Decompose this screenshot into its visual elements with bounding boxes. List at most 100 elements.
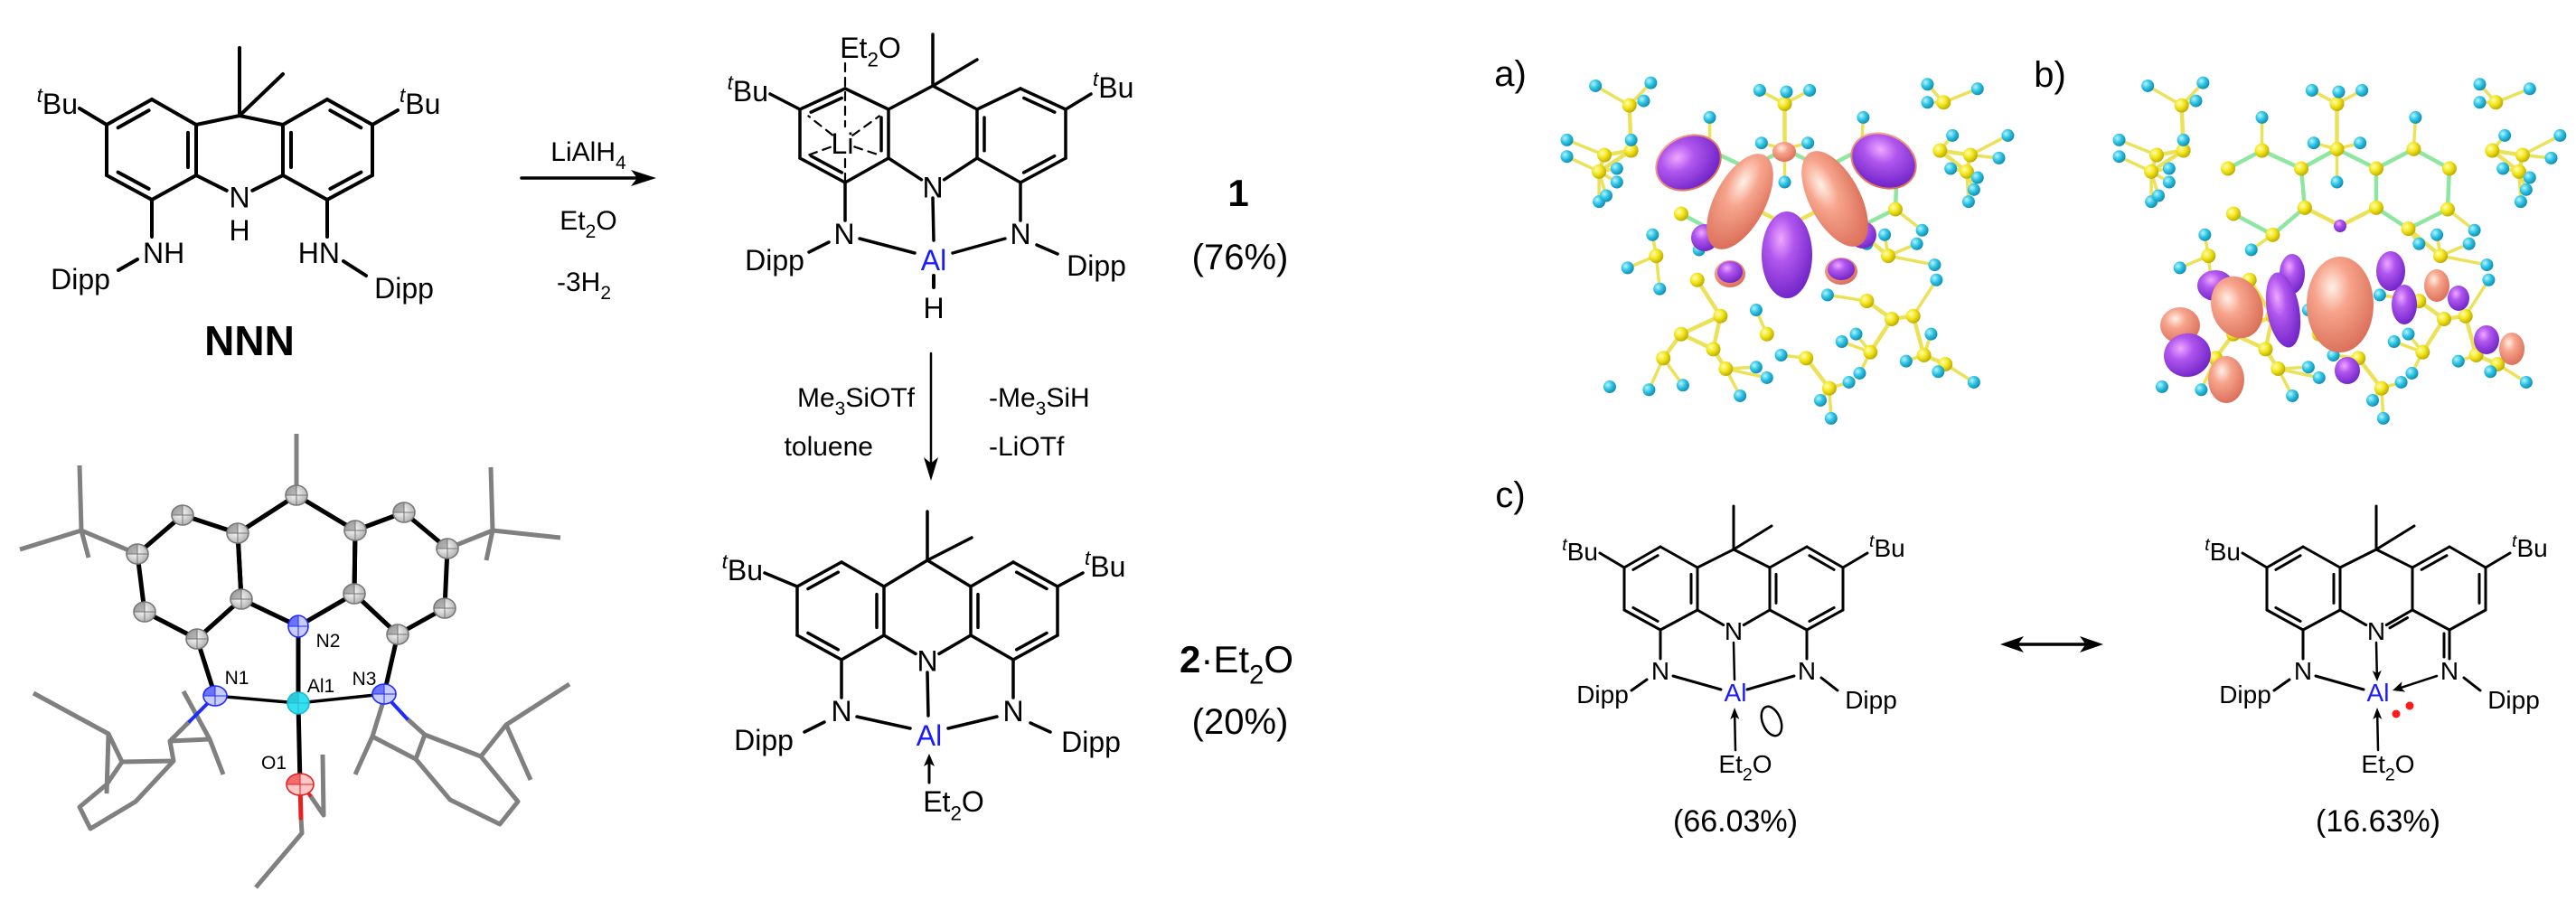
tbu-label-part: Bu [1098,71,1133,104]
hydrogen-atom-ball [1637,94,1650,108]
hydrogen-atom-ball [1857,110,1870,124]
bond-line [105,98,154,127]
tbu-label-part: t [2205,535,2211,555]
orbital-lobe-positive [2448,286,2469,311]
ether-label-part: Et [840,32,867,64]
wireframe-bond [79,530,91,558]
hydrogen-atom-ball [2496,162,2510,175]
hydrogen-atom-ball [2112,133,2126,146]
hydrogen-atom-ball [2544,151,2558,164]
bond-line [2374,641,2379,677]
bond-line [798,87,847,111]
carbon-atom-ball [2368,200,2383,215]
bond-line [117,258,139,272]
central-nitrogen-label: N [922,172,943,204]
bond-line [2314,674,2365,691]
carbon-atom-ball [1881,249,1896,264]
double-bond-line [806,631,841,652]
bond-line [2265,608,2305,632]
carbon-atom-ball [2149,147,2165,163]
carbon-ellipsoid [436,538,459,559]
hydrogen-atom-ball [1910,237,1923,250]
carbon-atom-ball [1718,361,1734,376]
hydrogen-atom-ball [2373,288,2386,302]
hydrogen-atom-ball [2366,393,2379,407]
bond-line [1696,548,1735,569]
orbital-lobe-negative [2424,269,2449,302]
hydrogen-atom-ball [1849,327,1863,341]
carbon-atom-ball [1959,164,1974,179]
carbon-atom-ball [2174,98,2189,113]
wireframe-bond [307,754,326,818]
bond-line [2241,551,2269,569]
arrowhead-icon [2000,636,2024,652]
atom-label-n1: N1 [225,668,249,689]
arrowhead-icon [924,457,938,481]
right-aryl-ring [975,87,1067,184]
hydrogen-atom-ball [1642,383,1656,397]
bond-line [2338,608,2368,627]
double-bond-line [2388,616,2409,630]
bond-line [975,87,1022,111]
double-bond-line [116,108,151,130]
compound-label-2-et2o: 2·Et2O [1180,638,1293,690]
double-bond-line [328,108,363,130]
compound-label-nnn: NNN [204,317,295,364]
wireframe-bond [413,734,521,827]
compound-label-2-et2o-part: 2 [1180,638,1200,680]
bond-line [2301,545,2342,569]
tbu-label-part: Bu [2516,534,2547,562]
bond-line [882,634,917,656]
hydrogen-atom-ball [1589,79,1603,92]
hydrogen-atom-ball [1646,228,1659,241]
hydrogen-atom-ball [2155,380,2168,393]
tbu-label: tBu [722,550,763,587]
carbon-ellipsoid [343,583,366,605]
carbon-atom-ball [1932,143,1948,158]
dative-bond-arrow [2372,641,2382,681]
dative-bond-arrow [924,754,935,784]
hydrogen-atom-ball [1749,361,1763,374]
bond-line [946,715,999,730]
atom-label-n2: N2 [316,631,341,652]
compound-label-2-et2o-part: ·Et [1200,638,1249,680]
arrowhead-icon [1730,708,1740,720]
bond-line [1019,87,1067,111]
carbon-atom-ball [2201,249,2216,264]
bond-line [2301,608,2342,632]
carbon-ellipsoid [343,520,367,541]
double-bond-line [2274,554,2302,571]
bond-line [2462,676,2482,692]
byproduct-label: -Me3SiH [989,383,1090,419]
hydride-label: H [923,292,944,324]
panel-labels: a)b)c) [1494,54,2066,515]
double-bond-line [806,570,841,591]
hydrogen-atom-ball [1703,110,1716,124]
carbon-atom-ball [2401,221,2416,237]
bond-line [342,259,368,277]
tbu-label-part: Bu [1090,550,1125,583]
bond-line [2484,551,2512,569]
nitrogen-ellipsoid [202,685,228,707]
bond-line [1630,678,1649,692]
orbital-lobe-positive [1717,261,1743,283]
hydrogen-atom-ball [2001,128,2015,142]
hydrogen-atom-ball [1734,389,1747,402]
wireframe-bond [254,817,305,889]
ether-label-part: O [879,32,901,64]
amine-hn-label: HN [298,237,340,269]
tbu-label-part: t [1869,531,1876,551]
nitrogen-ellipsoid [371,683,397,705]
bond-line [887,84,935,111]
left-aryl-ring [105,98,198,202]
tbu-label: tBu [400,84,440,120]
carbon-atom-ball [2254,143,2270,158]
hydrogen-atom-ball [1644,76,1658,89]
hydrogen-atom-ball [1603,380,1616,393]
bond-line [2374,548,2414,569]
wireframe-bond [503,723,533,782]
hydrogen-atom-ball [1878,228,1892,241]
